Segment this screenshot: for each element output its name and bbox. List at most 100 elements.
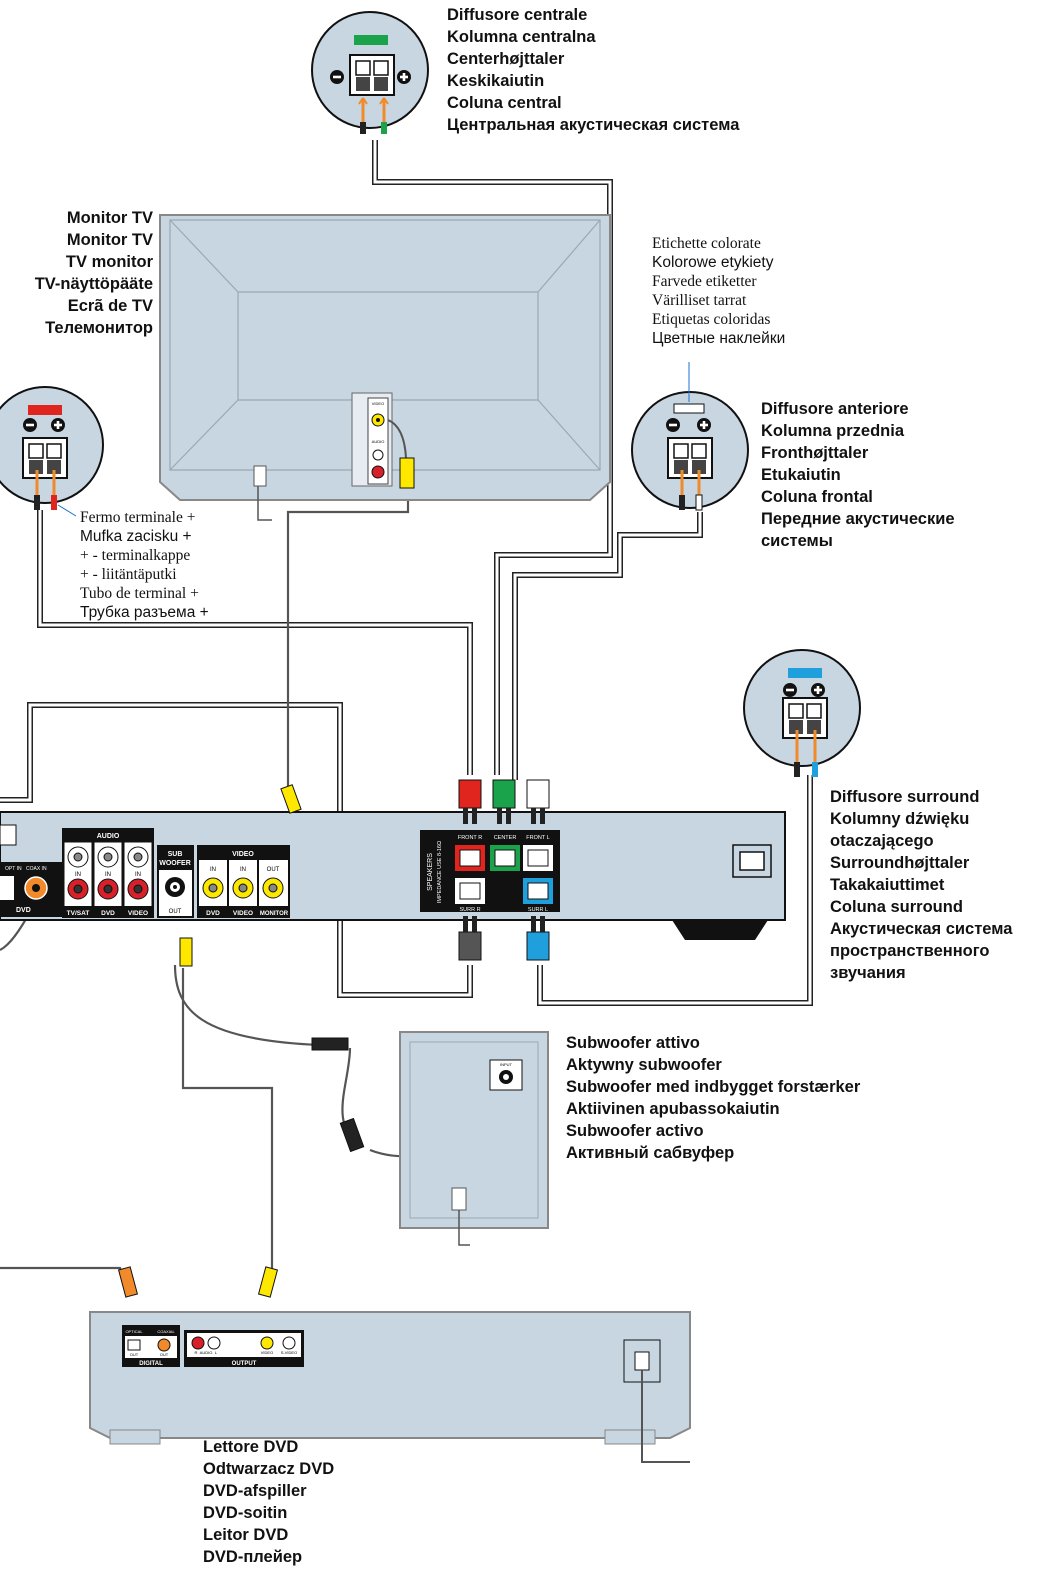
label-line: Fermo terminale + <box>80 509 196 526</box>
receiver-front-l: FRONT L <box>526 835 549 841</box>
receiver-sub-out: OUT <box>169 909 182 915</box>
dvd-output-label: OUTPUT <box>232 1361 257 1367</box>
label-line: Центральная акустическая система <box>447 116 740 134</box>
receiver-vin-1: IN <box>210 867 216 873</box>
label-line: Diffusore centrale <box>447 6 588 24</box>
label-line: Subwoofer med indbygget forstærker <box>566 1078 861 1096</box>
receiver-in-2: IN <box>105 872 111 878</box>
label-line: Kolumna centralna <box>447 28 596 46</box>
label-line: Etukaiutin <box>761 466 841 484</box>
receiver-surr-l: SURR L <box>528 907 548 913</box>
label-line: Активный сабвуфер <box>566 1144 735 1162</box>
dvd-audio-label: AUDIO <box>200 1350 213 1355</box>
label-line: пространственного <box>830 942 990 960</box>
receiver-in-1: IN <box>75 872 81 878</box>
label-line: Monitor TV <box>66 209 153 227</box>
dvd-player-label: Lettore DVD Odtwarzacz DVD DVD-afspiller… <box>203 1436 334 1568</box>
label-line: системы <box>761 532 833 550</box>
receiver-woofer-label: WOOFER <box>159 860 191 867</box>
label-line: + - liitäntäputki <box>80 566 177 583</box>
label-line: Monitor TV <box>66 231 153 249</box>
av-receiver: OPT IN COAX IN DVD AUDIO IN IN IN TV/SAT… <box>0 811 786 940</box>
center-speaker-label: Diffusore centrale Kolumna centralna Cen… <box>447 4 739 136</box>
label-line: Surroundhøjttaler <box>830 854 970 872</box>
label-line: Акустическая система <box>830 920 1013 938</box>
receiver-dvd-label: DVD <box>101 910 115 917</box>
label-line: Tubo de terminal + <box>80 585 199 602</box>
dvd-coaxial-label: COAXIAL <box>157 1329 175 1334</box>
label-line: TV-näyttöpääte <box>34 275 153 293</box>
label-line: Цветные наклейки <box>652 330 786 347</box>
receiver-front-r: FRONT R <box>458 835 482 841</box>
label-line: звучания <box>830 964 906 982</box>
subwoofer: INPUT <box>399 1031 549 1246</box>
tv-monitor: VIDEO AUDIO <box>159 214 611 521</box>
dvd-r-label: R <box>195 1350 198 1355</box>
receiver-monitor-label: MONITOR <box>260 911 289 917</box>
center-speaker <box>311 11 429 134</box>
receiver-impedance-label: IMPEDANCE USE 8-16Ω <box>437 841 443 903</box>
label-line: DVD-плейер <box>203 1548 303 1566</box>
receiver-video-audio-label: VIDEO <box>128 910 148 917</box>
label-line: Takakaiuttimet <box>830 876 945 894</box>
receiver-sub-label: SUB <box>168 851 183 858</box>
label-line: Kolorowe etykiety <box>652 254 774 271</box>
dvd-video-label: VIDEO <box>261 1350 273 1355</box>
receiver-center: CENTER <box>494 835 517 841</box>
tv-monitor-label: Monitor TV Monitor TV TV monitor TV-näyt… <box>35 207 153 339</box>
receiver-in-3: IN <box>135 872 141 878</box>
subwoofer-label: Subwoofer attivo Aktywny subwoofer Subwo… <box>566 1032 860 1164</box>
receiver-speakers-label: SPEAKERS <box>427 853 434 891</box>
dvd-optical-out: OUT <box>130 1352 139 1357</box>
label-line: Farvede etiketter <box>652 273 757 290</box>
receiver-vdvd-label: DVD <box>206 910 220 917</box>
receiver-vin-2: IN <box>240 867 246 873</box>
label-line: Värilliset tarrat <box>652 292 747 309</box>
receiver-coax-in: COAX IN <box>26 866 47 872</box>
label-line: Coluna central <box>447 94 562 112</box>
dvd-l-label: L <box>215 1350 218 1355</box>
label-line: Телемонитор <box>45 319 153 337</box>
label-line: Subwoofer activo <box>566 1122 704 1140</box>
label-line: DVD-soitin <box>203 1504 288 1522</box>
color-labels-label: Etichette colorate Kolorowe etykiety Far… <box>652 234 785 348</box>
label-line: Odtwarzacz DVD <box>203 1460 335 1478</box>
label-line: TV monitor <box>65 253 153 271</box>
dvd-player: OPTICAL COAXIAL OUT OUT DIGITAL R AUDIO … <box>89 1311 691 1463</box>
receiver-vvideo-label: VIDEO <box>233 910 253 917</box>
receiver-surr-r: SURR R <box>459 907 480 913</box>
label-line: DVD-afspiller <box>203 1482 307 1500</box>
label-line: Coluna frontal <box>761 488 873 506</box>
rca-plugs <box>117 784 365 1298</box>
label-line: Трубка разъема + <box>80 604 209 621</box>
label-line: Kolumna przednia <box>761 422 905 440</box>
receiver-tvsat-label: TV/SAT <box>67 910 90 917</box>
front-left-speaker <box>0 386 104 517</box>
receiver-vout: OUT <box>267 867 280 873</box>
front-right-speaker <box>631 362 749 511</box>
receiver-digital-dvd: DVD <box>16 907 31 914</box>
label-line: Fronthøjttaler <box>761 444 869 462</box>
label-line: Subwoofer attivo <box>566 1034 700 1052</box>
label-line: Coluna surround <box>830 898 963 916</box>
label-line: Leitor DVD <box>203 1526 289 1544</box>
front-speaker-label: Diffusore anteriore Kolumna przednia Fro… <box>761 398 955 552</box>
label-line: + - terminalkappe <box>80 547 191 564</box>
tv-audio-label: AUDIO <box>372 439 385 444</box>
label-line: Mufka zacisku + <box>80 528 192 545</box>
receiver-opt-in: OPT IN <box>5 866 22 872</box>
label-line: Aktiivinen apubassokaiutin <box>566 1100 780 1118</box>
dvd-svideo-label: S-VIDEO <box>281 1350 297 1355</box>
tv-video-label: VIDEO <box>372 401 384 406</box>
label-line: Передние акустические <box>761 510 955 528</box>
label-line: Etiquetas coloridas <box>652 311 771 328</box>
label-line: Kolumny dźwięku <box>830 810 970 828</box>
dvd-digital-label: DIGITAL <box>139 1361 163 1367</box>
terminal-tube-label: Fermo terminale + Mufka zacisku + + - te… <box>80 508 209 622</box>
label-line: otaczającego <box>830 832 934 850</box>
dvd-optical-label: OPTICAL <box>125 1329 143 1334</box>
dvd-coaxial-out: OUT <box>160 1352 169 1357</box>
receiver-speaker-plugs <box>458 779 550 961</box>
label-line: Ecrã de TV <box>67 297 153 315</box>
